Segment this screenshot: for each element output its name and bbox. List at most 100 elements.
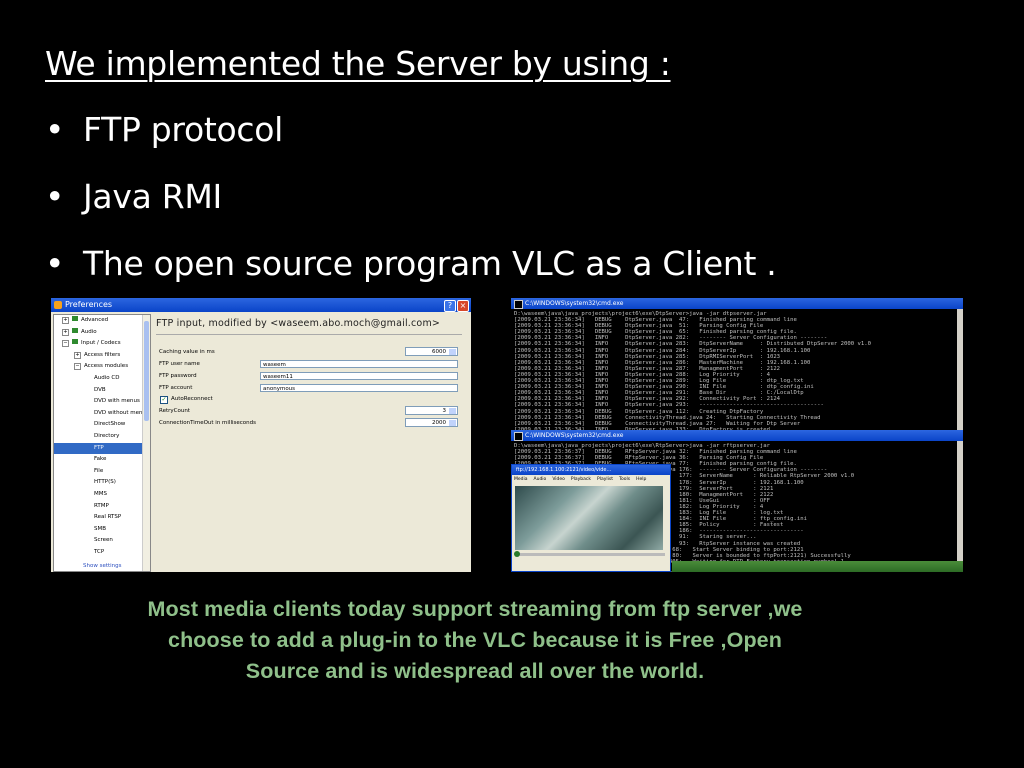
console-line: [2009.03.21 23:36:34] DEBUG DtpServer.ja…	[514, 323, 764, 330]
user-field[interactable]: waseem	[260, 360, 458, 368]
retry-spinbox[interactable]: 3	[405, 406, 458, 415]
stop-icon[interactable]: ■	[540, 571, 550, 572]
close-button[interactable]: ×	[457, 300, 469, 312]
tree-item[interactable]: File	[54, 466, 150, 478]
tree-item-label: Fake	[94, 456, 107, 463]
console-line: [2009.03.21 23:36:34] INFO DtpServer.jav…	[514, 378, 804, 385]
vlc-menu-item[interactable]: Video	[552, 477, 565, 482]
tree-item-label: MMS	[94, 490, 107, 497]
expander-icon[interactable]: +	[74, 351, 81, 359]
bullet-text: FTP protocol	[83, 110, 283, 149]
tree-item[interactable]: DVD without men	[54, 408, 150, 420]
tree-scrollbar[interactable]	[142, 315, 150, 571]
vlc-menu-item[interactable]: Media	[514, 477, 528, 482]
console-line: [2009.03.21 23:36:34] INFO DtpServer.jav…	[514, 402, 824, 409]
tree-item-label: Access modules	[84, 363, 129, 370]
tree-item[interactable]: + Advanced	[54, 315, 150, 327]
tree-item-label: DVB	[94, 386, 106, 393]
vlc-menu-item[interactable]: Playback	[570, 477, 592, 482]
tree-item[interactable]: Audio CD	[54, 373, 150, 385]
vlc-menu-item[interactable]: Playlist	[597, 477, 614, 482]
ftp-settings-panel: FTP input, modified by <waseem.abo.moch@…	[152, 314, 469, 570]
tree-item[interactable]: Directory	[54, 431, 150, 443]
caching-label: Caching value in ms	[159, 349, 215, 355]
bullet-item: •The open source program VLC as a Client…	[45, 244, 777, 311]
show-settings-link[interactable]: Show settings	[83, 563, 122, 569]
caching-spinbox[interactable]: 6000	[405, 347, 458, 356]
vlc-title: ftp://192.168.1.100:2121/video/vide...	[512, 465, 670, 475]
panel-divider	[156, 334, 462, 335]
tree-item[interactable]: −Access modules	[54, 361, 150, 373]
bullet-dot-icon: •	[45, 177, 65, 216]
timeout-label: ConnectionTimeOut in milliseconds	[159, 420, 257, 426]
console-titlebar: C:\WINDOWS\system32\cmd.exe	[511, 298, 963, 309]
category-icon	[72, 327, 78, 333]
console-scrollbar[interactable]	[957, 441, 963, 572]
playlist-icon[interactable]: ≡	[576, 571, 586, 572]
vlc-player-window: ftp://192.168.1.100:2121/video/vide... M…	[511, 464, 671, 572]
tree-item[interactable]: DVB	[54, 385, 150, 397]
tree-item[interactable]: − Input / Codecs	[54, 338, 150, 350]
console-line: [2009.03.21 23:36:34] INFO DtpServer.jav…	[514, 390, 804, 397]
console-titlebar: C:\WINDOWS\system32\cmd.exe	[511, 430, 963, 441]
vlc-menu-item[interactable]: Help	[636, 477, 647, 482]
tree-item[interactable]: DVD with menus	[54, 396, 150, 408]
bullet-dot-icon: •	[45, 110, 65, 149]
user-label: FTP user name	[159, 361, 200, 367]
password-field[interactable]: waseem11	[260, 372, 458, 380]
tree-item[interactable]: +Access filters	[54, 350, 150, 362]
tree-item-label: DVD without men	[94, 409, 143, 416]
console-line: [2009.03.21 23:36:34] INFO DtpServer.jav…	[514, 353, 781, 360]
console-scrollbar[interactable]	[957, 309, 963, 430]
tree-item[interactable]: Real RTSP	[54, 512, 150, 524]
console-line: [2009.03.21 23:36:37] DEBUG RFtpServer.j…	[514, 455, 764, 462]
video-frame	[515, 486, 663, 550]
console-line: 183: Log File : log.txt	[679, 510, 784, 517]
scrollbar-thumb[interactable]	[144, 321, 149, 421]
tree-item[interactable]: +Audio	[54, 327, 150, 339]
tree-item-label: Advanced	[81, 317, 109, 323]
account-field[interactable]: anonymous	[260, 384, 458, 392]
timeout-spinbox[interactable]: 2000	[405, 418, 458, 427]
server-console-window: C:\WINDOWS\system32\cmd.exe D:\waseem\ja…	[511, 298, 963, 430]
tree-item[interactable]: Fake	[54, 454, 150, 466]
console-line: 185: Policy : Fastest	[679, 522, 784, 529]
expander-icon[interactable]: −	[74, 363, 81, 371]
tree-item[interactable]: TCP	[54, 547, 150, 559]
playback-controls: ▶◀■▶□≡	[516, 561, 588, 570]
tree-item-label: DVD with menus	[94, 398, 140, 405]
fullscreen-icon[interactable]: □	[564, 571, 574, 572]
console-line: 91: Staring server...	[679, 534, 757, 541]
bullet-item: •Java RMI	[45, 177, 776, 244]
help-button[interactable]: ?	[444, 300, 456, 312]
tree-item[interactable]: SMB	[54, 524, 150, 536]
tree-item-label: Input / Codecs	[81, 340, 121, 347]
desktop-wallpaper-strip	[672, 561, 963, 572]
expander-icon[interactable]: +	[62, 328, 69, 336]
tree-item[interactable]: HTTP(S)	[54, 477, 150, 489]
tree-item[interactable]: DirectShow	[54, 419, 150, 431]
panel-title: FTP input, modified by <waseem.abo.moch@…	[156, 318, 441, 329]
tree-item-label: Access filters	[84, 351, 121, 358]
console-line: 184: INI File : ftp_config.ini	[679, 516, 807, 523]
previous-icon[interactable]: ◀	[528, 571, 538, 572]
tree-item-label: HTTP(S)	[94, 479, 116, 486]
play-icon[interactable]: ▶	[516, 571, 526, 572]
next-icon[interactable]: ▶	[552, 571, 562, 572]
vlc-cone-icon	[54, 301, 62, 309]
tree-item-label: DirectShow	[94, 421, 126, 428]
console-line: [2009.03.21 23:36:34] INFO DtpServer.jav…	[514, 371, 770, 378]
seek-knob[interactable]	[514, 551, 520, 557]
tree-item[interactable]: MMS	[54, 489, 150, 501]
password-label: FTP password	[159, 373, 197, 379]
tree-item[interactable]: Screen	[54, 535, 150, 547]
tree-item[interactable]: RTMP	[54, 501, 150, 513]
expander-icon[interactable]: +	[62, 317, 69, 324]
console-line: D:\waseem\java\java_projects\project6\ex…	[514, 311, 767, 317]
seek-bar[interactable]	[515, 553, 665, 556]
vlc-menu-item[interactable]: Audio	[533, 477, 547, 482]
tree-item[interactable]: FTP	[54, 442, 150, 455]
expander-icon[interactable]: −	[62, 340, 69, 348]
autoreconnect-checkbox[interactable]: ✓	[160, 396, 168, 404]
vlc-menu-item[interactable]: Tools	[619, 477, 631, 482]
